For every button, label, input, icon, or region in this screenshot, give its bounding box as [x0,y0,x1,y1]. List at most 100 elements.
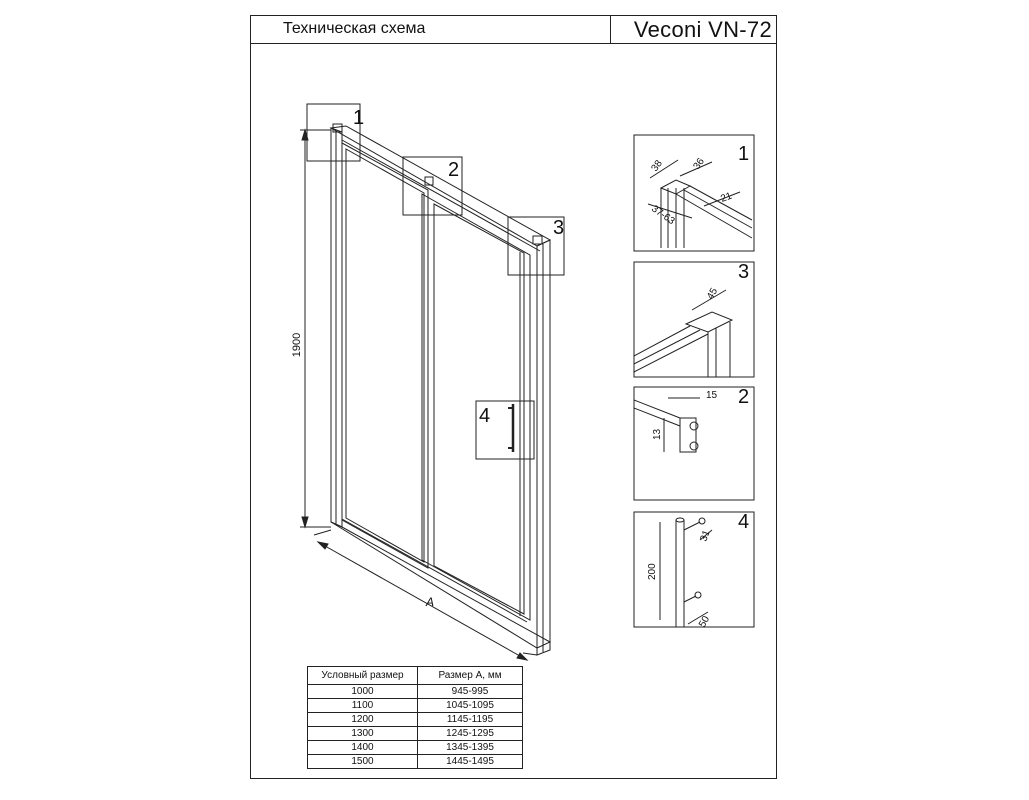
nominal-size-cell: 1500 [307,754,418,769]
detail-4-dim-50 [687,611,709,625]
top-bracket-left [332,123,343,133]
detail-4-dim-c: 50 [697,614,712,630]
callout-box-1 [306,103,361,162]
callout-numbers: 1 2 3 4 [353,107,564,427]
width-dim-line [317,541,528,661]
detail-3-rail-a [633,325,691,357]
detail-4-dim-a: 200 [647,563,658,580]
detail-4-dim-b: 31 [698,528,712,543]
fixed-panel-glass [345,148,425,563]
dimension-a-cell: 1145-1195 [417,712,523,727]
dimension-a-cell: 1345-1395 [417,740,523,755]
detail-1-dim-21 [703,191,741,207]
detail-3-frame [633,261,755,378]
detail-4-knob-bottom [694,591,702,599]
width-ext-left [313,529,332,536]
detail-4-dim-31 [699,529,713,541]
detail-2-roller-bottom [689,441,699,451]
detail-2: 2 15 13 [633,386,755,501]
drawing-sheet: Техническая схема Veconi VN-72 [250,15,777,779]
height-value: 1900 [291,333,303,357]
table-row: 1400 1345-1395 [307,740,523,755]
detail-2-roller-body [679,417,697,453]
sliding-panel-frame [421,193,531,621]
detail-1-dim-range [647,203,693,219]
width-ext-right [522,652,538,656]
table-row: 1000 945-995 [307,684,523,699]
detail-3-rail-c [633,333,709,373]
detail-1-dim-d: 37-63 [649,203,677,227]
detail-4: 4 200 31 50 [633,511,755,630]
callout-boxes [306,103,565,460]
detail-2-rail-a [633,399,681,419]
detail-1-dim-a: 38 [649,158,665,174]
dimension-a-cell: 1445-1495 [417,754,523,769]
height-arrow-bottom [301,516,309,529]
detail-2-dim-a: 15 [706,390,718,401]
width-arrow-left [316,541,329,550]
callout-number-1: 1 [353,107,364,129]
detail-1-rail-b [683,189,753,229]
nominal-size-cell: 1400 [307,740,418,755]
detail-1-number: 1 [738,143,749,165]
detail-3-rail-b [633,329,701,365]
size-table-header-nominal: Условный размер [307,666,418,685]
nominal-size-cell: 1100 [307,698,418,713]
detail-4-post-bottom [683,595,697,603]
drawing-subtitle: Техническая схема [283,20,426,37]
detail-1-dim-38 [649,159,679,179]
top-rail [329,125,552,247]
detail-4-frame [633,511,755,628]
table-row: 1300 1245-1295 [307,726,523,741]
detail-1-dim-b: 36 [691,156,707,172]
height-arrow-top [301,128,309,141]
callout-number-4: 4 [479,405,490,427]
table-row: 1100 1045-1095 [307,698,523,713]
detail-3-dim-a: 45 [705,286,720,302]
sliding-panel-glass [433,203,525,615]
detail-4-knob-top [698,517,706,525]
detail-2-rail-b [633,407,681,427]
top-bracket-mid [424,176,434,186]
detail-3: 3 45 [633,261,755,378]
right-wall-profile [536,239,551,656]
dimension-a-cell: 945-995 [417,684,523,699]
nominal-size-cell: 1000 [307,684,418,699]
door-assembly [329,123,552,656]
dimension-a-cell: 1245-1295 [417,726,523,741]
width-dimension: A [313,529,538,661]
callout-number-2: 2 [448,159,459,181]
detail-3-post-top [684,311,734,333]
detail-2-number: 2 [738,386,749,408]
size-table-header-dimension: Размер А, мм [417,666,523,685]
nominal-size-cell: 1300 [307,726,418,741]
detail-2-frame [633,386,755,501]
detail-2-dim-b: 13 [652,428,663,440]
table-row: 1200 1145-1195 [307,712,523,727]
top-rail-inner-line [341,139,541,252]
bottom-rail-inner-line [341,518,528,623]
detail-1-rail-a [675,193,753,239]
nominal-size-cell: 1200 [307,712,418,727]
width-label: A [425,595,434,609]
detail-4-bar-cap [675,517,685,523]
callout-box-2 [402,156,463,216]
title-block-left-cell: Техническая схема [251,16,611,43]
detail-4-number: 4 [738,511,749,533]
callout-box-4 [475,400,535,460]
detail-2-roller-top [689,421,699,431]
detail-1: 1 38 36 21 37-63 [633,134,755,252]
detail-3-dim-45 [691,289,727,311]
detail-1-dim-c: 21 [719,191,734,205]
callout-number-3: 3 [553,217,564,239]
model-name: Veconi VN-72 [633,17,772,42]
bottom-rail [330,521,552,649]
dimension-a-cell: 1045-1095 [417,698,523,713]
detail-3-number: 3 [738,261,749,283]
detail-1-frame [633,134,755,252]
top-bracket-right [532,235,543,245]
size-table: Условный размер Размер А, мм 1000 945-99… [307,666,523,769]
fixed-panel-frame [341,142,429,569]
detail-4-post-top [683,521,701,531]
